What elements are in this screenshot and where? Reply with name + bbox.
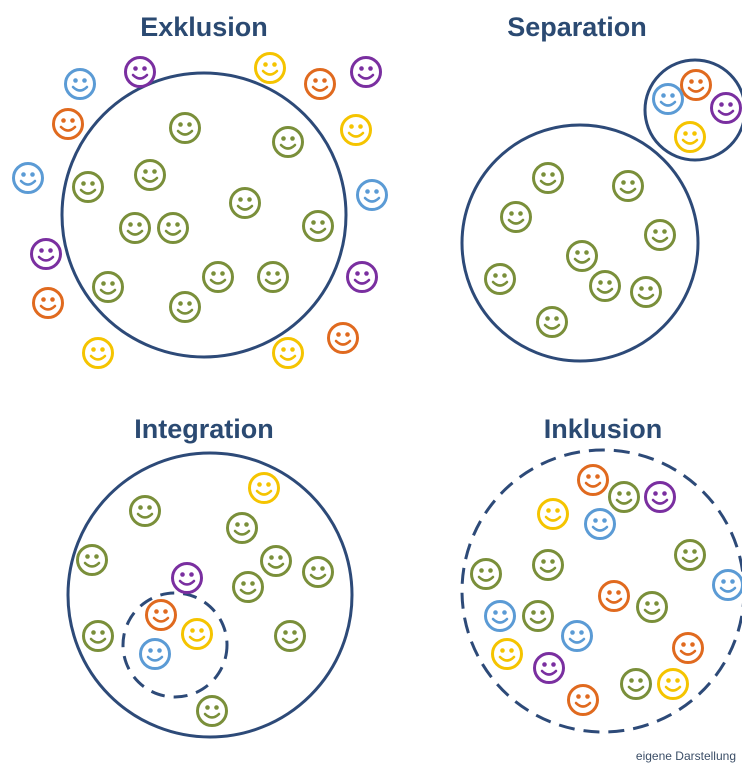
smiley-face-icon <box>356 179 388 211</box>
title-inklusion: Inklusion <box>543 414 663 444</box>
smiley-face-icon <box>484 263 516 295</box>
smiley-face-icon <box>652 83 684 115</box>
separation-small-circle <box>643 58 742 162</box>
inklusion-dashed-circle <box>460 448 742 734</box>
smiley-face-icon <box>64 68 96 100</box>
smiley-face-icon <box>657 668 689 700</box>
smiley-face-icon <box>226 512 258 544</box>
smiley-face-icon <box>340 114 372 146</box>
smiley-face-icon <box>157 212 189 244</box>
smiley-face-icon <box>584 508 616 540</box>
smiley-face-icon <box>202 261 234 293</box>
smiley-face-icon <box>612 170 644 202</box>
smiley-face-icon <box>82 620 114 652</box>
footer-credit: eigene Darstellung <box>635 749 736 763</box>
smiley-face-icon <box>169 291 201 323</box>
smiley-face-icon <box>124 56 156 88</box>
smiley-face-icon <box>119 212 151 244</box>
smiley-face-icon <box>82 337 114 369</box>
smiley-face-icon <box>532 162 564 194</box>
smiley-face-icon <box>577 464 609 496</box>
title-separation: Separation <box>507 12 647 42</box>
smiley-face-icon <box>327 322 359 354</box>
smiley-face-icon <box>169 112 201 144</box>
smiley-face-icon <box>232 571 264 603</box>
smiley-face-icon <box>561 620 593 652</box>
smiley-face-icon <box>674 539 706 571</box>
smiley-face-icon <box>304 68 336 100</box>
smiley-face-icon <box>672 632 704 664</box>
smiley-face-icon <box>248 472 280 504</box>
smiley-face-icon <box>196 695 228 727</box>
smiley-face-icon <box>536 306 568 338</box>
smiley-face-icon <box>254 52 286 84</box>
smiley-face-icon <box>533 652 565 684</box>
smiley-face-icon <box>145 599 177 631</box>
smiley-face-icon <box>302 210 334 242</box>
smiley-face-icon <box>229 187 261 219</box>
smiley-face-icon <box>470 558 502 590</box>
smiley-face-icon <box>522 600 554 632</box>
smiley-face-icon <box>644 481 676 513</box>
smiley-face-icon <box>134 159 166 191</box>
smiley-face-icon <box>72 171 104 203</box>
smiley-face-icon <box>636 591 668 623</box>
smiley-face-icon <box>680 69 712 101</box>
smiley-face-icon <box>608 481 640 513</box>
smiley-face-icon <box>272 337 304 369</box>
smiley-face-icon <box>491 638 523 670</box>
smiley-face-icon <box>260 545 292 577</box>
smiley-face-icon <box>598 580 630 612</box>
smiley-face-icon <box>30 238 62 270</box>
smiley-face-icon <box>181 618 213 650</box>
separation-circle <box>460 123 700 363</box>
title-exklusion: Exklusion <box>140 12 268 42</box>
smiley-face-icon <box>537 498 569 530</box>
smiley-face-icon <box>674 121 706 153</box>
smiley-face-icon <box>272 126 304 158</box>
smiley-face-icon <box>532 549 564 581</box>
smiley-face-icon <box>52 108 84 140</box>
smiley-face-icon <box>92 271 124 303</box>
smiley-face-icon <box>589 270 621 302</box>
smiley-face-icon <box>484 600 516 632</box>
integration-dashed-circle <box>121 591 229 699</box>
integration-circle <box>66 451 354 739</box>
smiley-face-icon <box>567 684 599 716</box>
smiley-face-icon <box>566 240 598 272</box>
smiley-face-icon <box>139 638 171 670</box>
smiley-face-icon <box>644 219 676 251</box>
smiley-face-icon <box>302 556 334 588</box>
smiley-face-icon <box>500 201 532 233</box>
smiley-face-icon <box>274 620 306 652</box>
title-integration: Integration <box>134 414 274 444</box>
smiley-face-icon <box>620 668 652 700</box>
smiley-face-icon <box>129 495 161 527</box>
smiley-face-icon <box>712 569 742 601</box>
smiley-face-icon <box>710 92 742 124</box>
smiley-face-icon <box>76 544 108 576</box>
smiley-face-icon <box>32 287 64 319</box>
smiley-face-icon <box>350 56 382 88</box>
smiley-face-icon <box>171 562 203 594</box>
smiley-face-icon <box>346 261 378 293</box>
smiley-face-icon <box>257 261 289 293</box>
exklusion-circle <box>60 71 348 359</box>
smiley-face-icon <box>630 276 662 308</box>
smiley-face-icon <box>12 162 44 194</box>
